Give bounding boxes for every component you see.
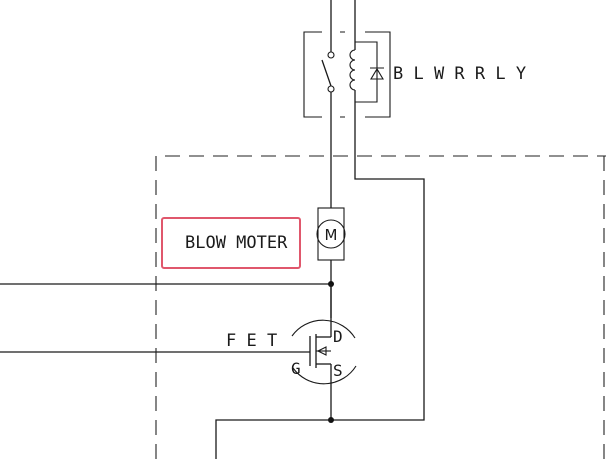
relay-diode-branch [355,41,378,103]
fet-drain-label: D [333,327,343,346]
relay-diode-symbol [370,67,384,80]
ground-return-wire [215,419,331,459]
motor-symbol-letter: M [325,226,338,244]
relay-contact-top [327,51,335,59]
motor-highlight-box [161,217,301,269]
motor-label: BLOW MOTER [185,233,288,253]
fet-label: F E T [226,331,277,351]
blower-motor: M [316,207,346,261]
fet-source-label: S [333,361,343,380]
coil-return-wire [331,117,425,421]
fet: F E T D G S [0,284,357,420]
relay-housing [303,31,391,118]
relay-coil [349,49,356,91]
motor-symbol-circle [316,219,346,249]
relay-switch-blade [321,59,332,87]
relay-contact-bottom [327,85,335,93]
fet-gate-label: G [291,359,301,378]
blower-relay: B L W R R L Y [303,0,526,118]
relay-label: B L W R R L Y [393,64,526,84]
unit-boundary [155,155,606,459]
fet-envelope [291,319,357,385]
